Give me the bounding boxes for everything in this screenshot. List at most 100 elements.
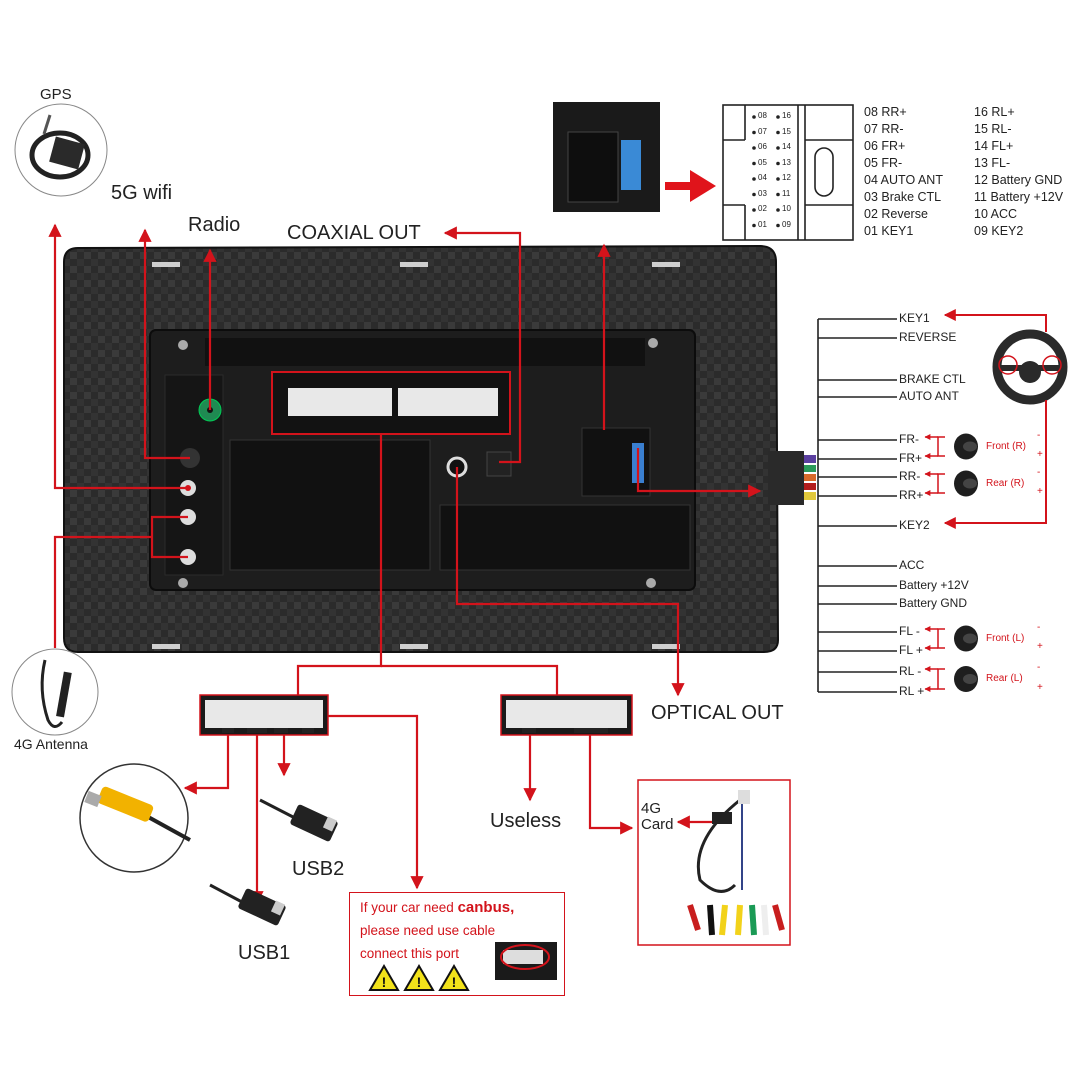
pin-dot xyxy=(752,161,756,166)
pin-number: 06 xyxy=(758,142,767,151)
pin-number: 02 xyxy=(758,204,767,213)
4g-card-connector xyxy=(500,694,633,736)
pinout-entry: 08 RR+ xyxy=(864,105,907,119)
pinout-entry: 11 Battery +12V xyxy=(974,190,1064,204)
pinout-entry: 05 FR- xyxy=(864,156,903,170)
pin-dot xyxy=(752,177,756,181)
4g-card-label: 4G Card xyxy=(641,801,674,833)
harness-wire-label: Battery +12V xyxy=(899,578,969,592)
harness-wire-label: RL + xyxy=(899,684,925,698)
usb1-label: USB1 xyxy=(238,942,291,964)
harness-wire-label: Battery GND xyxy=(899,596,968,610)
arrow-right-icon xyxy=(665,170,716,202)
pinout-entry: 09 KEY2 xyxy=(974,224,1024,238)
rca-camera-cable-icon xyxy=(79,763,191,873)
usb1-cable-icon xyxy=(209,883,286,926)
speaker-plus: + xyxy=(1037,449,1043,460)
speaker-plus: + xyxy=(1037,486,1043,497)
pinout-entry: 03 Brake CTL xyxy=(864,190,942,204)
harness-wire-label: FL - xyxy=(899,624,920,638)
pin-number: 08 xyxy=(758,111,767,120)
optical-out-label: OPTICAL OUT xyxy=(651,702,784,724)
pin-number: 13 xyxy=(782,157,791,167)
pin-number: 14 xyxy=(782,142,791,151)
harness-wire-label: FL + xyxy=(899,643,923,657)
pin-number: 11 xyxy=(782,188,791,198)
pinout-entry: 01 KEY1 xyxy=(864,224,914,238)
svg-text:!: ! xyxy=(452,974,457,990)
harness-wire-label: RL - xyxy=(899,664,922,678)
harness-wire-label: REVERSE xyxy=(899,330,957,344)
speaker-bracket xyxy=(924,434,945,459)
speaker-minus: - xyxy=(1037,662,1041,673)
pinout-left-column: 08 RR+ 07 RR- 06 FR+ 05 FR- 04 AUTO ANT 03 Br… xyxy=(864,104,943,240)
power-connector-closeup xyxy=(553,102,660,212)
pin-dot xyxy=(752,223,756,228)
speaker-plus: + xyxy=(1037,682,1043,693)
pin-dot xyxy=(752,192,756,197)
pin-dot xyxy=(776,130,780,135)
speaker-bracket xyxy=(924,626,945,651)
speaker-label: Rear (L) xyxy=(986,673,1023,684)
gps-antenna-icon xyxy=(14,103,108,197)
pinout-entry: 14 FL+ xyxy=(974,139,1014,153)
pin-dots xyxy=(752,115,780,228)
top-vent xyxy=(205,338,645,366)
pinout-entry: 15 RL- xyxy=(974,122,1012,136)
harness-plug xyxy=(768,451,816,505)
optical-port xyxy=(486,451,512,477)
speaker-icon xyxy=(954,470,978,497)
connection-arrows xyxy=(48,223,762,905)
canbus-note-line2: please need use cable xyxy=(360,923,496,938)
pinout-entry: 13 FL- xyxy=(974,156,1011,170)
pin-dot xyxy=(752,208,756,212)
pin-dot xyxy=(776,161,780,166)
pinout-entry: 02 Reverse xyxy=(864,207,928,221)
harness-wire-label: BRAKE CTL xyxy=(899,372,966,386)
pin-number: 16 xyxy=(782,111,791,120)
pin-dot xyxy=(776,146,780,150)
head-unit-back-panel xyxy=(63,244,780,653)
warning-icon: ! xyxy=(438,964,470,991)
pin-number: 07 xyxy=(758,126,767,136)
canbus-note: If your car need canbus, please need use… xyxy=(349,892,565,996)
speaker-label: Front (R) xyxy=(986,440,1026,452)
canbus-port-photo xyxy=(495,942,557,980)
4g-antenna-label: 4G Antenna xyxy=(14,736,88,752)
harness-wire-label: RR+ xyxy=(899,488,924,502)
pin-dot xyxy=(752,115,756,119)
warning-icon: ! xyxy=(368,964,400,991)
pin-number: 03 xyxy=(758,188,767,198)
speaker-icon xyxy=(954,666,978,692)
wifi-label: 5G wifi xyxy=(111,182,173,204)
speaker-label: Front (L) xyxy=(986,632,1025,644)
4g-card-label-line2: Card xyxy=(641,816,674,833)
harness-wire-label: KEY1 xyxy=(899,311,930,325)
pinout-entry: 07 RR- xyxy=(864,122,904,136)
harness-wire-label: FR+ xyxy=(899,451,923,465)
speaker-icon xyxy=(954,433,978,460)
pin-dot xyxy=(776,115,780,119)
speaker-minus: - xyxy=(1037,467,1041,478)
usb2-label: USB2 xyxy=(292,858,345,880)
pinout-entry: 04 AUTO ANT xyxy=(864,173,943,187)
pin-dot xyxy=(776,192,780,197)
pin-number: 15 xyxy=(782,126,791,136)
pin-number: 12 xyxy=(782,173,791,182)
4g-antenna-icon xyxy=(11,648,99,736)
pinout-entry: 06 FR+ xyxy=(864,139,906,153)
svg-text:!: ! xyxy=(417,974,422,990)
screws xyxy=(178,338,658,588)
pin-dot xyxy=(776,208,780,212)
harness-lines xyxy=(817,318,897,693)
pinout-entry: 10 ACC xyxy=(974,207,1018,221)
speaker-minus: - xyxy=(1037,430,1041,441)
pin-number: 05 xyxy=(758,157,767,167)
radio-label: Radio xyxy=(188,214,241,236)
pin-dot xyxy=(776,223,780,228)
pin-dot xyxy=(776,177,780,181)
mounting-tabs xyxy=(152,262,680,649)
pin-number: 10 xyxy=(782,204,791,213)
